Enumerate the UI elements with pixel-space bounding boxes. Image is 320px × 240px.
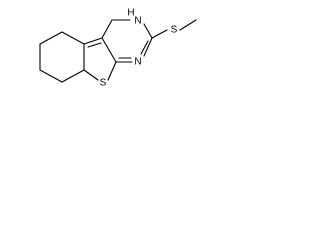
- bond-c3a-c7a: [101, 37, 117, 63]
- thiophene-ring: [83, 37, 117, 81]
- bond-c3-c3a-double: [87, 42, 102, 48]
- atom-label-ring-nitrogen: N: [134, 57, 141, 68]
- bond-c6-c5: [39, 69, 63, 83]
- methylthio-group: [151, 19, 197, 39]
- atom-label-methylthio-sulfur: S: [171, 25, 178, 36]
- atom-label-nh-nitrogen: N: [134, 16, 141, 27]
- pyrimidine-ring: [101, 19, 153, 63]
- cyclohexane-ring: [39, 31, 85, 83]
- chemical-structure-diagram: S N H N S: [0, 0, 214, 123]
- bond-c2-c3: [61, 31, 85, 45]
- bond-c2-n-double: [140, 40, 149, 55]
- bond-c3-c3a: [83, 37, 103, 45]
- bond-c2-s: [151, 29, 168, 39]
- bond-c4-s: [83, 69, 99, 81]
- molecule-canvas: S N H N S: [39, 8, 197, 89]
- bond-c3a-ch2: [101, 19, 113, 39]
- bond-s-c7a: [107, 61, 117, 81]
- bond-c1-c2: [39, 31, 63, 45]
- bond-c5-c4: [61, 69, 85, 83]
- bond-nh-c2: [143, 23, 153, 39]
- atom-label-nh-hydrogen: H: [127, 8, 134, 19]
- bond-c2-n: [143, 37, 153, 57]
- atom-label-thiophene-sulfur: S: [100, 78, 107, 89]
- bond-s-ch3: [179, 19, 197, 31]
